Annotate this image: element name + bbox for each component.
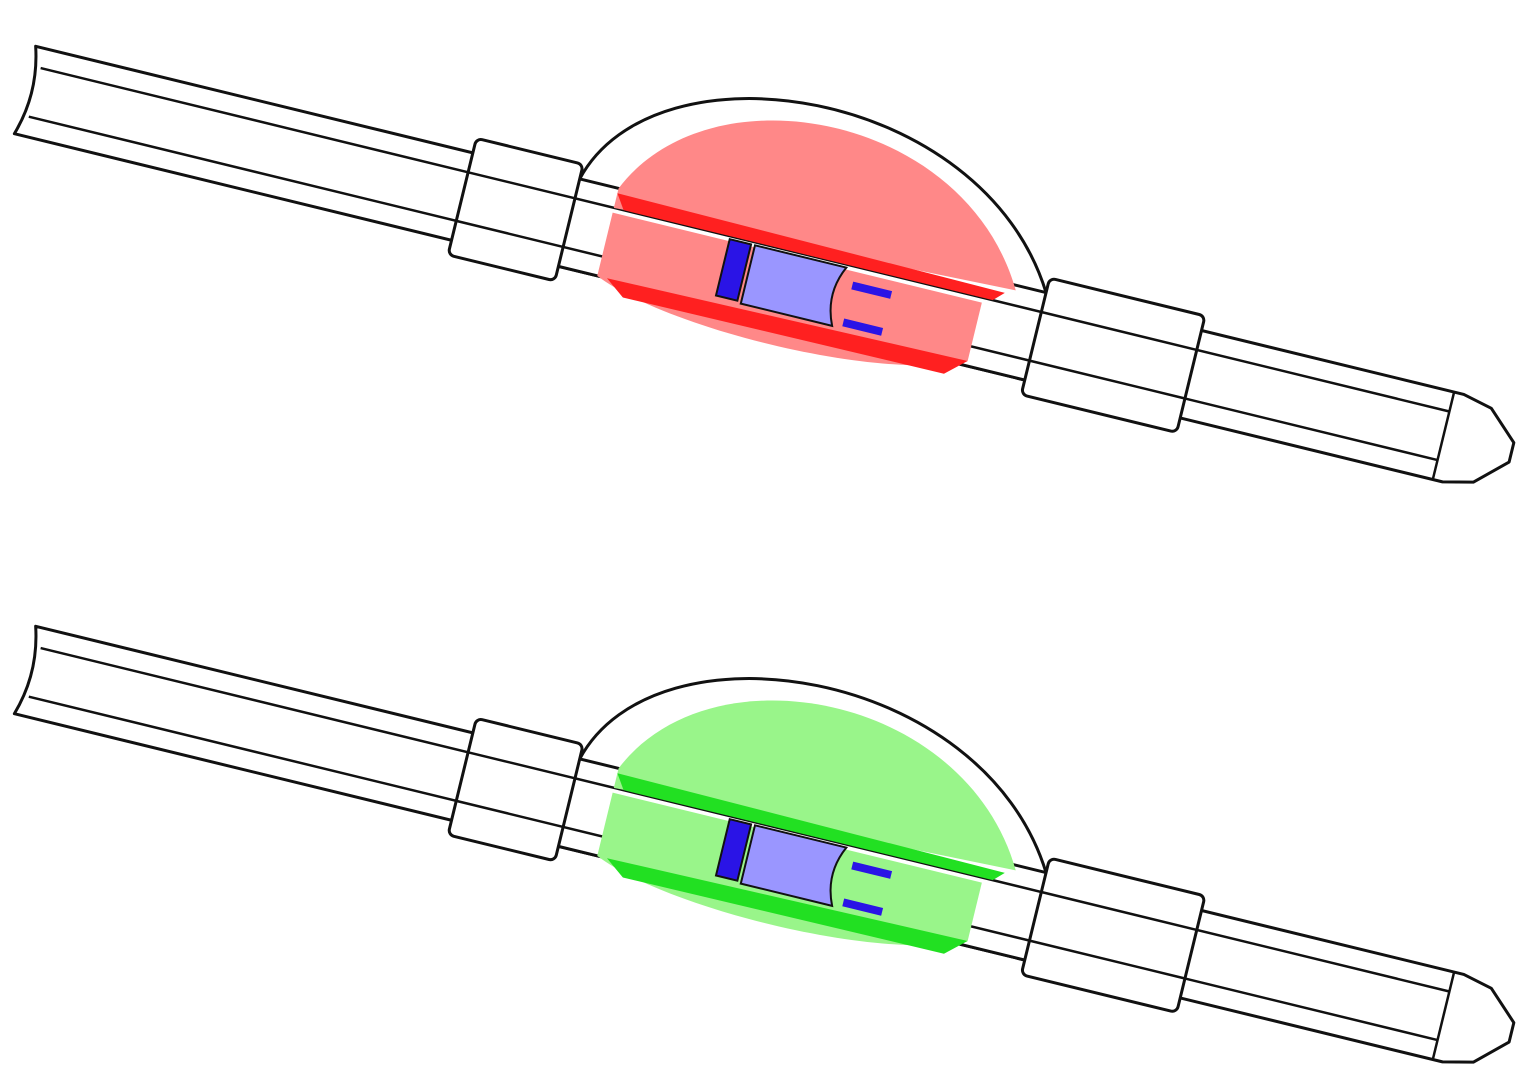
right-collar: [1020, 857, 1206, 1013]
upper-channel: [617, 193, 1005, 301]
upper-channel: [617, 773, 1005, 881]
upper-chamber: [613, 700, 1016, 871]
seal-upper: [851, 861, 893, 879]
lower-channel: [606, 858, 968, 954]
valve-figure-top: [12, 44, 1516, 484]
upper-chamber: [613, 120, 1016, 291]
seal-lower: [842, 898, 884, 916]
valve-figure-bottom: [12, 624, 1516, 1064]
piston-plate: [714, 237, 753, 302]
lower-channel: [606, 278, 968, 374]
piston-body: [739, 824, 849, 908]
seal-upper: [851, 281, 893, 299]
piston-plate: [714, 817, 753, 882]
right-collar: [1020, 277, 1206, 433]
piston-body: [739, 244, 849, 328]
seal-lower: [842, 318, 884, 336]
